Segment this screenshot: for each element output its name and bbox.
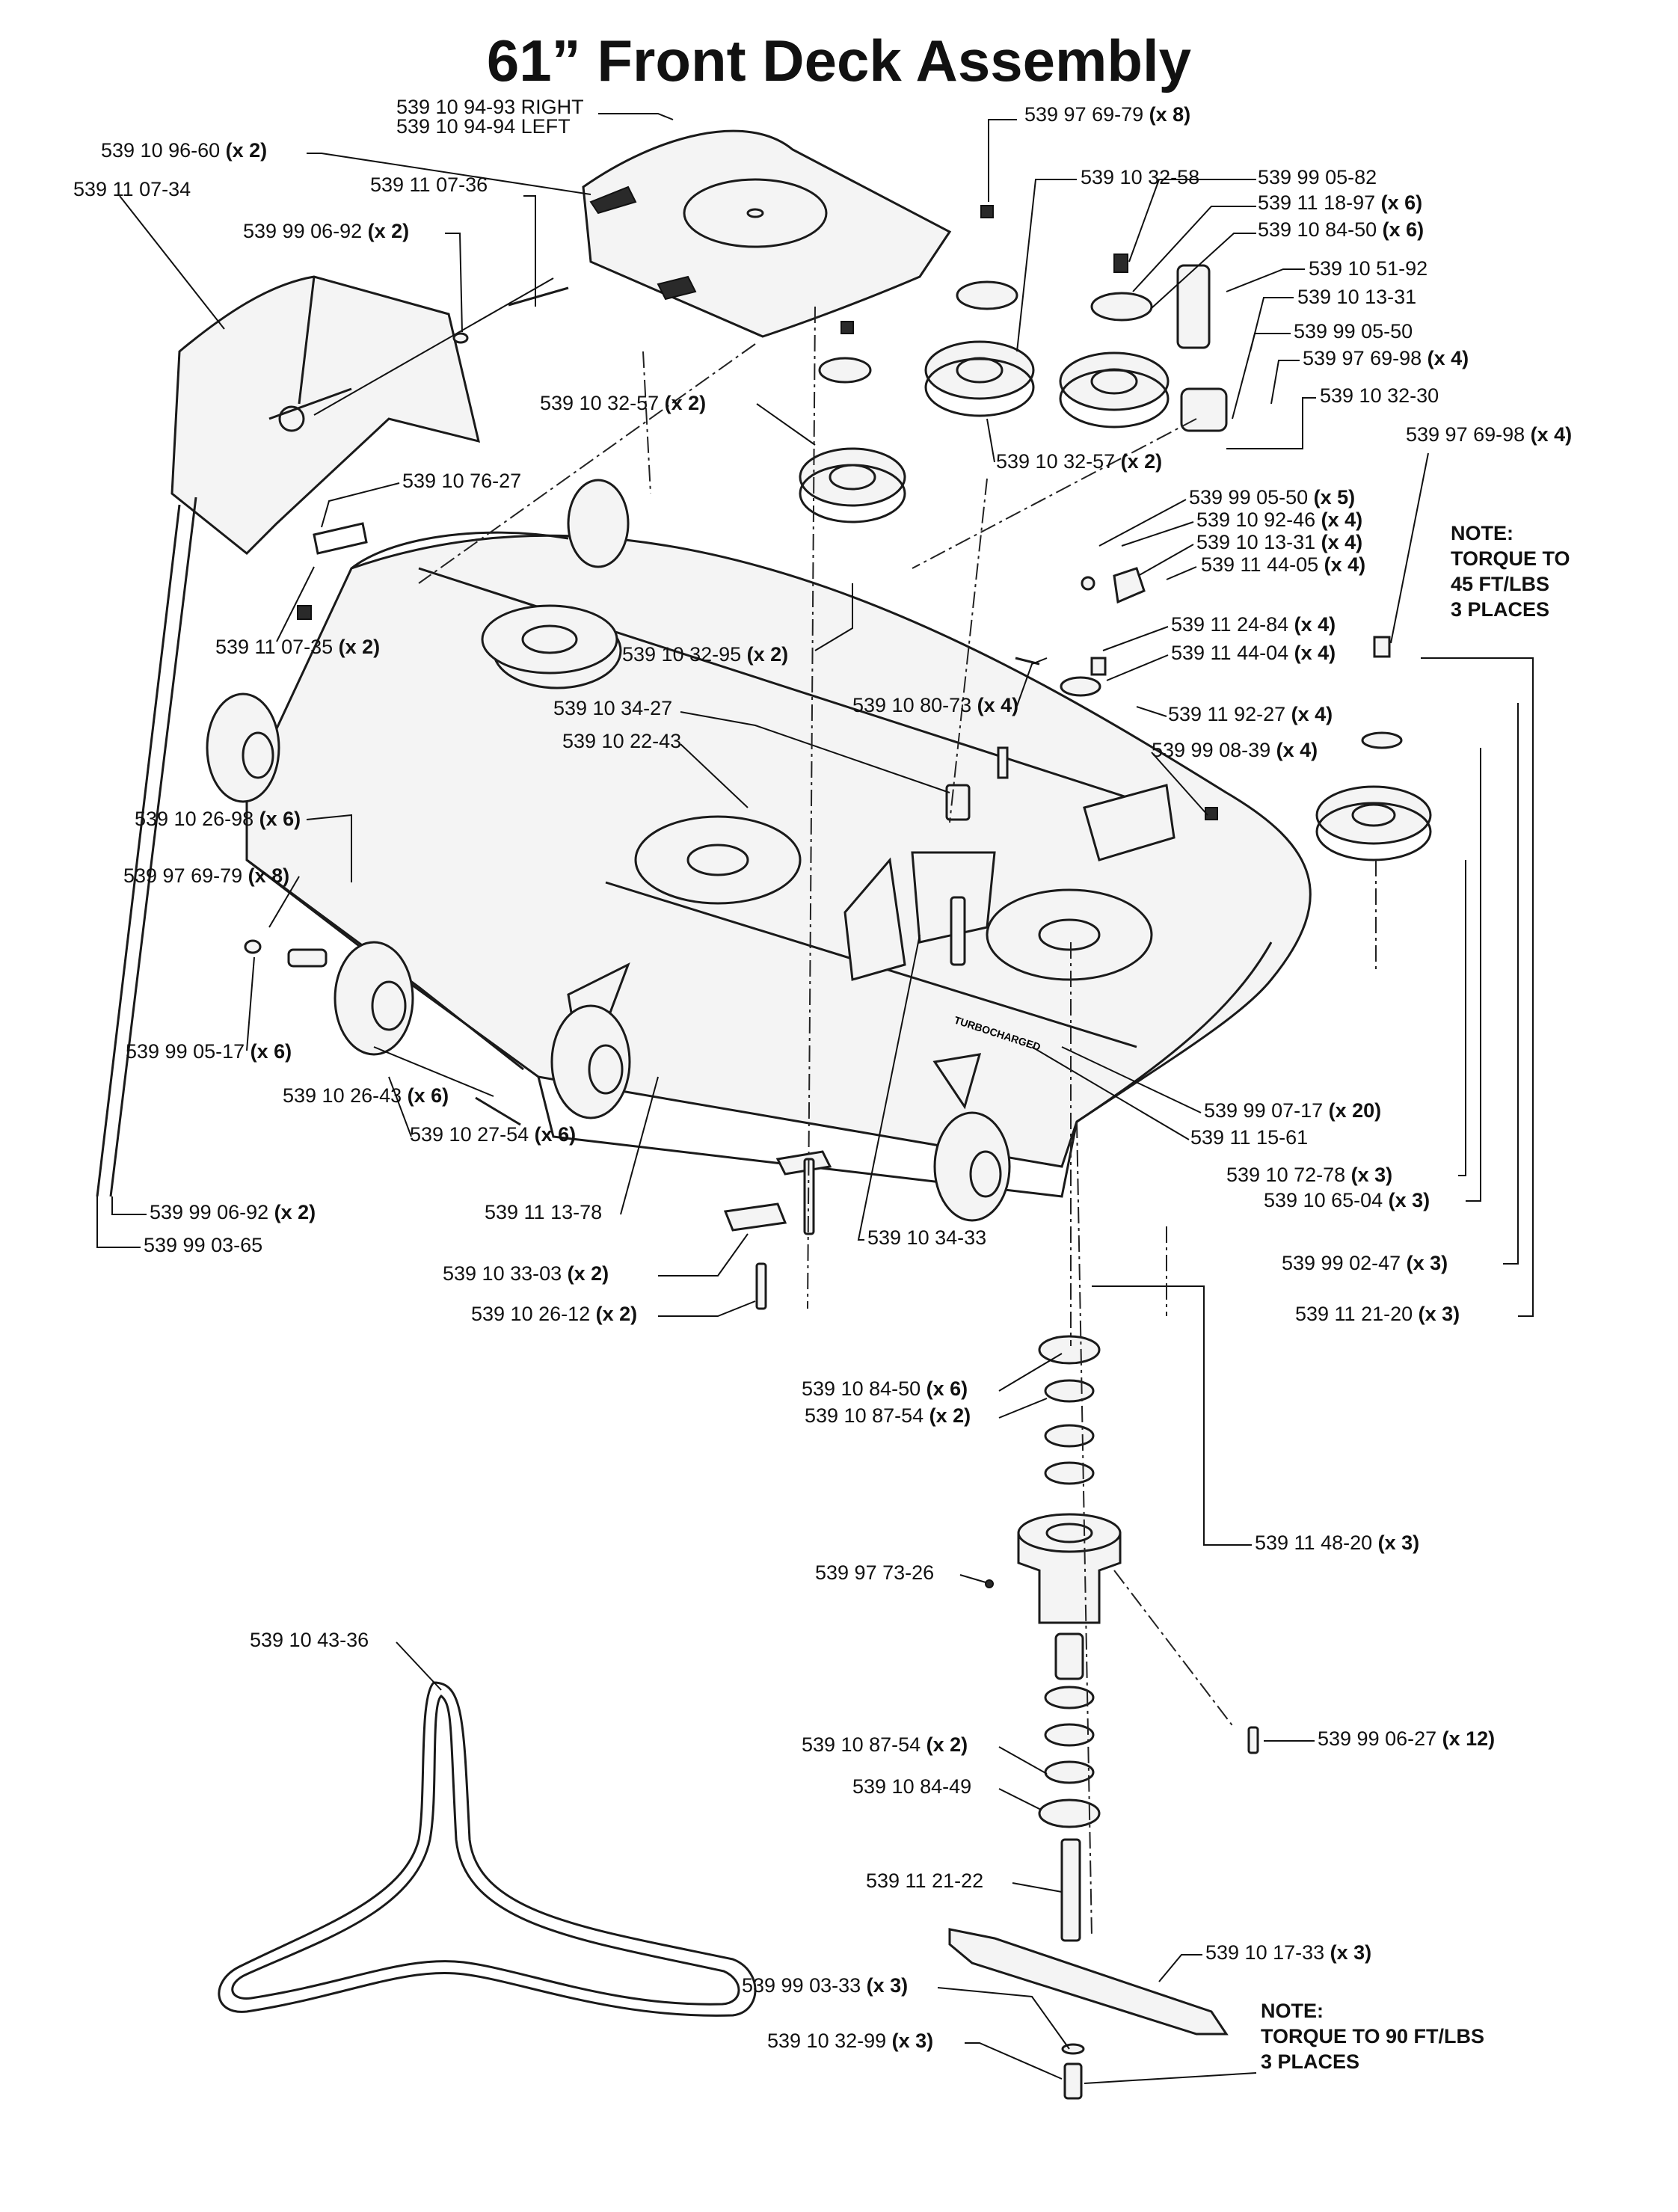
part-label-l16: 539 10 32-30	[1320, 384, 1439, 407]
part-label-l33: 539 99 08-39 (x 4)	[1152, 739, 1318, 761]
pulley-deck-left	[481, 604, 618, 675]
part-label-l20: 539 10 76-27	[402, 470, 521, 492]
gauge-wheel-4	[933, 1111, 1011, 1222]
part-label-l25: 539 11 07-35 (x 2)	[215, 636, 380, 658]
part-label-l35: 539 97 69-79 (x 8)	[123, 864, 289, 887]
part-label-l27: 539 11 24-84 (x 4)	[1171, 613, 1336, 636]
part-label-l57: 539 10 87-54 (x 2)	[802, 1733, 968, 1756]
part-label-l29: 539 10 34-27	[553, 697, 672, 719]
part-label-l12: 539 10 51-92	[1309, 257, 1427, 280]
part-label-l03: 539 10 96-60 (x 2)	[101, 139, 267, 162]
leader-lines	[96, 113, 1534, 2084]
part-label-l43: 539 99 06-92 (x 2)	[150, 1201, 316, 1223]
part-label-l62: 539 10 32-99 (x 3)	[767, 2030, 933, 2052]
part-label-l47: 539 99 02-47 (x 3)	[1282, 1252, 1448, 1274]
part-label-l04: 539 11 07-34	[73, 178, 191, 200]
mower-blade	[948, 1928, 1229, 2100]
part-label-l48: 539 10 33-03 (x 2)	[443, 1262, 609, 1285]
part-label-l40: 539 11 15-61	[1190, 1126, 1308, 1149]
part-label-l37: 539 10 26-43 (x 6)	[283, 1084, 449, 1107]
part-label-l02: 539 10 94-94 LEFT	[396, 115, 571, 138]
part-label-l39: 539 99 07-17 (x 20)	[1204, 1099, 1381, 1122]
part-label-l30: 539 10 80-73 (x 4)	[852, 694, 1018, 716]
part-label-l44: 539 11 13-78	[485, 1201, 602, 1223]
discharge-chute	[170, 275, 554, 556]
part-label-l49: 539 10 26-12 (x 2)	[471, 1303, 637, 1325]
pulley-hardware	[818, 205, 1403, 749]
mower-deck-shell: TURBOCHARGED	[245, 531, 1312, 1198]
part-label-l07: 539 97 69-79 (x 8)	[1024, 103, 1190, 126]
part-label-l08: 539 10 32-58	[1081, 166, 1199, 188]
part-label-l59: 539 11 21-22	[866, 1870, 983, 1892]
part-label-l56: 539 99 06-27 (x 12)	[1318, 1727, 1495, 1750]
part-label-l54: 539 97 73-26	[815, 1561, 934, 1584]
part-label-l24: 539 11 44-05 (x 4)	[1201, 553, 1365, 576]
part-label-l26: 539 10 32-95 (x 2)	[622, 643, 788, 666]
part-label-l14: 539 99 05-50	[1294, 320, 1413, 342]
part-label-l38: 539 10 27-54 (x 6)	[410, 1123, 576, 1146]
part-label-l01: 539 10 94-93 RIGHT	[396, 96, 584, 118]
part-label-l46: 539 10 34-33	[867, 1226, 986, 1249]
part-label-l23: 539 10 13-31 (x 4)	[1196, 531, 1362, 553]
part-label-l34: 539 10 26-98 (x 6)	[135, 808, 301, 830]
part-label-l55: 539 10 43-36	[250, 1629, 369, 1651]
part-label-l36: 539 99 05-17 (x 6)	[126, 1040, 292, 1063]
part-label-l60: 539 10 17-33 (x 3)	[1205, 1941, 1371, 1964]
part-label-l28: 539 11 44-04 (x 4)	[1171, 642, 1336, 664]
part-label-l22: 539 10 92-46 (x 4)	[1196, 509, 1362, 531]
part-label-l19: 539 10 32-57 (x 2)	[996, 450, 1162, 473]
pulley-left	[799, 447, 906, 523]
part-label-l31: 539 11 92-27 (x 4)	[1168, 703, 1333, 725]
part-label-l09: 539 99 05-82	[1258, 166, 1377, 188]
part-label-l05: 539 11 07-36	[370, 173, 488, 196]
diagram-title: 61” Front Deck Assembly	[487, 28, 1191, 93]
pulley-idler	[1059, 351, 1170, 428]
part-label-l61: 539 99 03-33 (x 3)	[742, 1974, 908, 1997]
gauge-wheel-5	[567, 479, 630, 568]
part-label-l51: 539 10 84-50 (x 6)	[802, 1377, 968, 1400]
part-label-l11: 539 10 84-50 (x 6)	[1258, 218, 1424, 241]
drive-belt	[218, 1681, 757, 2017]
pulley-center	[924, 340, 1035, 417]
part-label-l15: 539 97 69-98 (x 4)	[1303, 347, 1469, 369]
part-label-l18: 539 10 32-57 (x 2)	[540, 392, 706, 414]
gauge-wheel-3	[550, 1004, 631, 1119]
part-label-l50: 539 11 21-20 (x 3)	[1295, 1303, 1460, 1325]
gauge-wheel-2	[334, 941, 414, 1056]
part-label-l42: 539 10 65-04 (x 3)	[1264, 1189, 1430, 1211]
part-label-l52: 539 10 87-54 (x 2)	[805, 1404, 971, 1427]
misc-hardware	[96, 286, 1259, 1754]
part-label-l13: 539 10 13-31	[1297, 286, 1416, 308]
assembly-centerlines	[418, 306, 1377, 1938]
part-label-l32: 539 10 22-43	[562, 730, 681, 752]
part-label-l17: 539 97 69-98 (x 4)	[1406, 423, 1572, 446]
part-label-l45: 539 99 03-65	[144, 1234, 262, 1256]
part-label-l53: 539 11 48-20 (x 3)	[1255, 1531, 1419, 1554]
part-label-l06: 539 99 06-92 (x 2)	[243, 220, 409, 242]
gauge-wheel-1	[206, 692, 280, 803]
part-label-l21: 539 99 05-50 (x 5)	[1189, 486, 1355, 509]
spindle-assembly	[1017, 1335, 1122, 1942]
deck-top-cover	[582, 129, 952, 338]
part-label-l58: 539 10 84-49	[852, 1775, 971, 1798]
part-label-l41: 539 10 72-78 (x 3)	[1226, 1164, 1392, 1186]
part-label-l10: 539 11 18-97 (x 6)	[1258, 191, 1422, 214]
pulley-right	[1315, 785, 1432, 861]
